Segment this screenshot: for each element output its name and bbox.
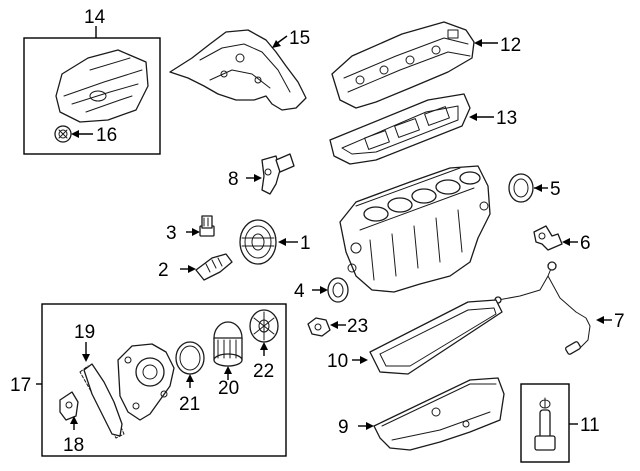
callout-8[interactable]: 8 xyxy=(228,169,239,190)
callout-1[interactable]: 1 xyxy=(300,233,311,254)
oil-level-sensor-unit[interactable] xyxy=(534,397,556,451)
callout-9[interactable]: 9 xyxy=(338,417,349,438)
callout-14[interactable]: 14 xyxy=(84,7,106,28)
chain-tensioner[interactable] xyxy=(59,391,79,421)
callout-16[interactable]: 16 xyxy=(96,125,117,146)
oil-pan-gasket[interactable] xyxy=(369,299,503,375)
crankshaft-sensor[interactable] xyxy=(533,225,563,251)
bolt[interactable] xyxy=(199,215,215,237)
valve-cover[interactable] xyxy=(331,21,475,109)
callout-20[interactable]: 20 xyxy=(218,378,239,399)
callout-7[interactable]: 7 xyxy=(614,311,625,332)
callout-5[interactable]: 5 xyxy=(550,179,561,200)
callout-4[interactable]: 4 xyxy=(294,281,305,302)
callout-19[interactable]: 19 xyxy=(74,322,95,343)
timing-components-box xyxy=(41,303,287,457)
heat-shield[interactable] xyxy=(169,29,307,111)
callout-21[interactable]: 21 xyxy=(179,394,200,415)
camshaft-sensor[interactable] xyxy=(261,153,295,195)
cover-grommet[interactable] xyxy=(54,125,72,143)
engine-cover[interactable] xyxy=(55,49,149,123)
callout-22[interactable]: 22 xyxy=(253,361,274,382)
oil-pressure-switch[interactable] xyxy=(307,317,331,337)
engine-block[interactable] xyxy=(339,165,491,293)
crankshaft-pulley[interactable] xyxy=(239,219,277,265)
callout-15[interactable]: 15 xyxy=(289,28,310,49)
callout-10[interactable]: 10 xyxy=(327,351,348,372)
callout-3[interactable]: 3 xyxy=(166,223,177,244)
callout-18[interactable]: 18 xyxy=(63,435,84,456)
callout-2[interactable]: 2 xyxy=(158,260,169,281)
timing-chain[interactable] xyxy=(79,363,125,439)
callout-17[interactable]: 17 xyxy=(10,375,31,396)
valve-cover-gasket[interactable] xyxy=(329,93,471,165)
water-pump[interactable] xyxy=(117,343,175,421)
callout-13[interactable]: 13 xyxy=(496,108,517,129)
o-ring[interactable] xyxy=(175,341,205,375)
rear-main-seal[interactable] xyxy=(508,173,534,203)
oil-level-sensor[interactable] xyxy=(494,261,591,355)
callout-11[interactable]: 11 xyxy=(580,415,600,436)
sensor-box xyxy=(520,383,570,463)
thermostat[interactable] xyxy=(213,321,243,367)
callout-12[interactable]: 12 xyxy=(500,35,521,56)
engine-cover-box xyxy=(23,37,161,155)
callout-23[interactable]: 23 xyxy=(347,316,368,337)
oil-pan[interactable] xyxy=(373,377,505,451)
callout-6[interactable]: 6 xyxy=(580,233,591,254)
crankshaft-bolt[interactable] xyxy=(195,253,233,281)
front-crankshaft-seal[interactable] xyxy=(327,277,349,303)
water-pump-pulley[interactable] xyxy=(249,309,279,343)
